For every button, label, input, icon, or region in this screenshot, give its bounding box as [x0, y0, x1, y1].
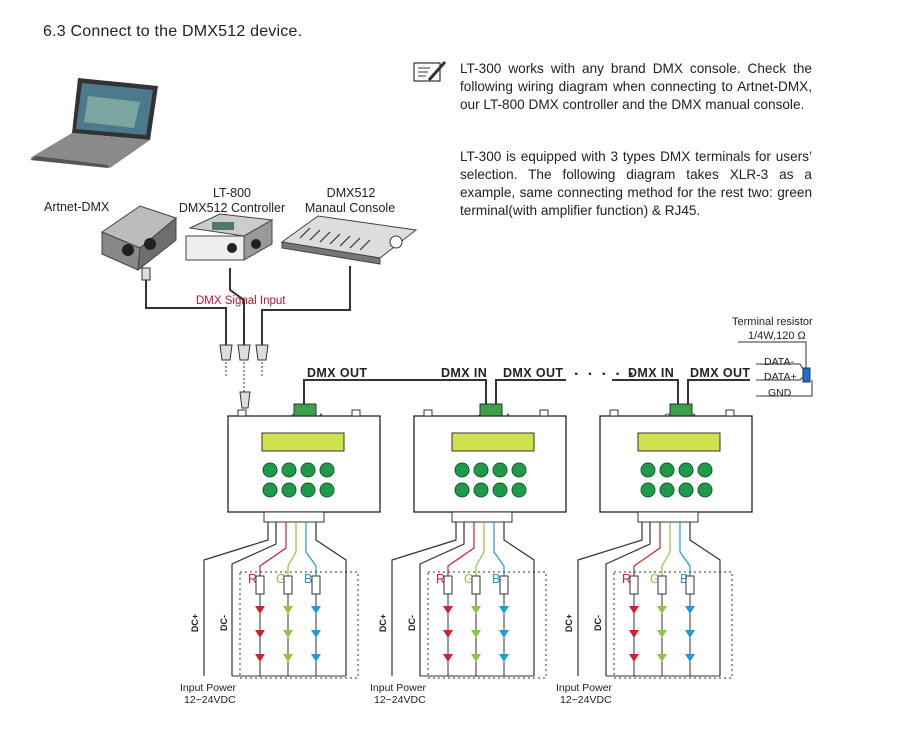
led-wiring-block-3: [577, 521, 733, 679]
artnet-label: Artnet-DMX: [44, 200, 110, 214]
pin-data-minus: DATA-: [764, 356, 794, 368]
dmx-in-label-3: DMX IN: [628, 366, 675, 380]
channel-r-3: R: [622, 572, 632, 586]
lt800-label-line2: DMX512 Controller: [178, 201, 286, 215]
channel-g-2: G: [464, 572, 474, 586]
channel-b-1: B: [304, 572, 313, 586]
terminal-resistor: [738, 341, 813, 397]
lt800-label-line1: LT-800: [213, 186, 251, 200]
led-wiring-block-2: [391, 521, 547, 679]
input-power-range-1: 12~24VDC: [184, 694, 236, 706]
artnet-dmx-box: [100, 205, 178, 272]
channel-g-3: G: [650, 572, 660, 586]
channel-b-3: B: [680, 572, 689, 586]
laptop-icon: [30, 78, 158, 168]
lt800-controller-icon: [185, 213, 274, 261]
terminal-resistor-value: 1/4W,120 Ω: [748, 330, 806, 342]
channel-g-1: G: [276, 572, 286, 586]
note-paragraph-2: LT-300 is equipped with 3 types DMX term…: [460, 149, 812, 218]
led-wiring-block-1: [203, 522, 359, 679]
dmx-chain-cables: [303, 379, 750, 404]
dmx-out-label-3: DMX OUT: [690, 366, 751, 380]
terminal-resistor-label: Terminal resistor: [732, 316, 813, 328]
input-power-label-2: Input Power: [370, 682, 427, 694]
channel-r-2: R: [436, 572, 446, 586]
note-pencil-icon: [413, 61, 447, 82]
manual-console-icon: [280, 215, 418, 265]
chain-ellipsis: · · · · ·: [574, 366, 637, 383]
console-label-line1: DMX512: [326, 186, 376, 200]
controller-unit-3: [599, 403, 753, 523]
input-power-range-3: 12~24VDC: [560, 694, 612, 706]
source-cables: [145, 266, 351, 345]
input-power-range-2: 12~24VDC: [374, 694, 426, 706]
plug-dotted-links: [225, 362, 263, 392]
note-paragraph-1: LT-300 works with any brand DMX console.…: [460, 61, 812, 112]
channel-b-2: B: [492, 572, 501, 586]
channel-r-1: R: [248, 572, 258, 586]
page-heading: 6.3 Connect to the DMX512 device.: [43, 23, 303, 40]
dmx-out-label-1: DMX OUT: [307, 366, 368, 380]
controller-unit-2: [413, 403, 567, 523]
controller-unit-1: [227, 403, 381, 523]
xlr-plugs: [141, 267, 269, 409]
input-power-label-3: Input Power: [556, 682, 613, 694]
dmx-out-label-2: DMX OUT: [503, 366, 564, 380]
console-label-line2: Manaul Console: [304, 201, 396, 215]
input-power-label-1: Input Power: [180, 682, 237, 694]
dmx-in-label-2: DMX IN: [441, 366, 488, 380]
signal-input-label: DMX Signal Input: [196, 295, 286, 307]
